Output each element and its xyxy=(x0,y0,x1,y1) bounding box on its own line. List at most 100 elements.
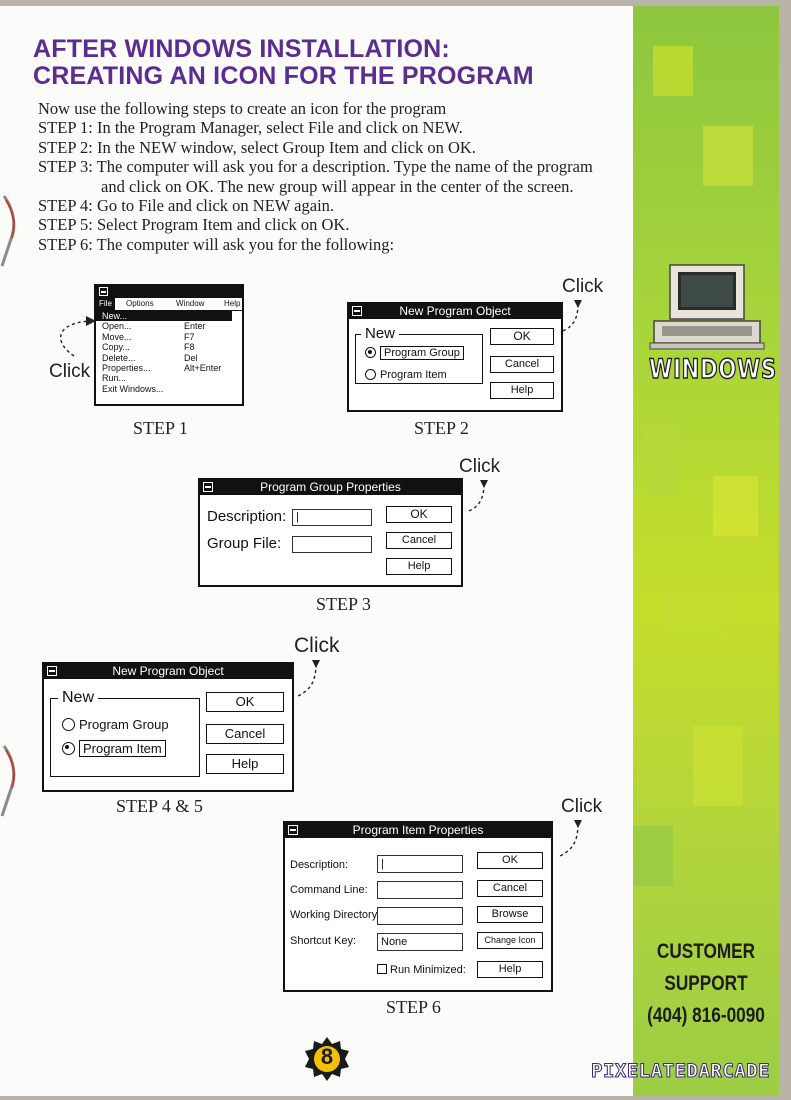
cancel-button[interactable]: Cancel xyxy=(206,724,284,744)
menu-titlebar xyxy=(96,286,242,298)
radio-program-group[interactable]: Program Group xyxy=(62,717,169,732)
menu-item-properties[interactable]: Properties...Alt+Enter xyxy=(102,363,222,374)
dialog-titlebar: Program Group Properties xyxy=(200,480,461,495)
system-menu-icon[interactable] xyxy=(47,666,57,676)
click-label-step1: Click xyxy=(49,361,91,382)
title-line1: AFTER WINDOWS INSTALLATION: xyxy=(33,35,450,63)
system-menu-icon[interactable] xyxy=(352,306,362,316)
system-menu-icon[interactable] xyxy=(99,287,108,296)
arrow-icon xyxy=(60,316,96,357)
dialog-titlebar: Program Item Properties xyxy=(285,823,551,838)
instruction-step1: STEP 1: In the Program Manager, select F… xyxy=(38,118,463,138)
radio-program-group[interactable]: Program Group xyxy=(365,346,464,360)
radio-program-item[interactable]: Program Item xyxy=(365,369,447,381)
ok-button[interactable]: OK xyxy=(490,328,554,345)
cancel-button[interactable]: Cancel xyxy=(490,356,554,373)
new-groupbox xyxy=(355,334,483,384)
ok-button[interactable]: OK xyxy=(477,852,543,869)
click-label-step2: Click xyxy=(562,276,604,297)
menu-options[interactable]: Options xyxy=(126,299,154,308)
menu-item-copy[interactable]: Copy...F8 xyxy=(102,342,195,353)
support-line2: SUPPORT xyxy=(664,972,748,995)
description-label: Description: xyxy=(207,508,287,525)
menu-help[interactable]: Help xyxy=(224,299,241,308)
instruction-step3-cont: and click on OK. The new group will appe… xyxy=(101,176,574,196)
program-group-properties-dialog: Program Group Properties Description: | … xyxy=(198,478,463,587)
ok-button[interactable]: OK xyxy=(386,506,452,523)
change-icon-button[interactable]: Change Icon xyxy=(477,932,543,949)
menu-item-move[interactable]: Move...F7 xyxy=(102,331,195,342)
checkbox-icon[interactable] xyxy=(377,964,387,974)
caption-step2: STEP 2 xyxy=(414,418,469,438)
menu-file[interactable]: File xyxy=(96,298,115,310)
file-menu-window: File Options Window Help New... Open...E… xyxy=(94,284,244,406)
group-label: New xyxy=(58,689,99,707)
caption-step3: STEP 3 xyxy=(316,594,371,614)
instruction-step4: STEP 4: Go to File and click on NEW agai… xyxy=(38,196,335,216)
customer-support: CUSTOMER SUPPORT (404) 816-0090 xyxy=(646,936,766,1032)
menu-item-run[interactable]: Run... xyxy=(102,373,127,384)
run-minimized-option[interactable]: Run Minimized: xyxy=(377,964,466,976)
help-button[interactable]: Help xyxy=(206,754,284,774)
caption-step1: STEP 1 xyxy=(133,418,188,438)
radio-selected-icon[interactable] xyxy=(62,742,75,755)
help-button[interactable]: Help xyxy=(490,382,554,399)
arrow-icon xyxy=(559,820,582,857)
ok-button[interactable]: OK xyxy=(206,692,284,712)
help-button[interactable]: Help xyxy=(386,558,452,575)
intro-line: Now use the following steps to create an… xyxy=(38,99,447,118)
arrow-icon xyxy=(559,300,582,333)
command-line-field[interactable] xyxy=(377,881,463,899)
radio-selected-icon[interactable] xyxy=(365,347,376,358)
page-title: AFTER WINDOWS INSTALLATION: CREATING AN … xyxy=(33,36,534,90)
radio-program-item[interactable]: Program Item xyxy=(62,740,166,757)
click-label-step45: Click xyxy=(294,634,340,657)
description-field[interactable]: | xyxy=(292,509,372,526)
description-field[interactable]: | xyxy=(377,855,463,873)
system-menu-icon[interactable] xyxy=(203,482,213,492)
computer-icon xyxy=(649,264,765,350)
menu-item-new[interactable]: New... xyxy=(96,311,232,322)
menu-item-open[interactable]: Open...Enter xyxy=(102,321,206,332)
caption-step45: STEP 4 & 5 xyxy=(116,796,203,816)
browse-button[interactable]: Browse xyxy=(477,906,543,923)
new-program-object-dialog-2: New Program Object New Program Group Pro… xyxy=(42,662,294,792)
cancel-button[interactable]: Cancel xyxy=(386,532,452,549)
shortcut-key-label: Shortcut Key: xyxy=(290,935,357,947)
instruction-step3: STEP 3: The computer will ask you for a … xyxy=(38,157,593,177)
radio-empty-icon[interactable] xyxy=(62,718,75,731)
menu-item-delete[interactable]: Delete...Del xyxy=(102,352,198,363)
click-label-step6: Click xyxy=(561,796,603,817)
description-label: Description: xyxy=(290,859,349,871)
support-line1: CUSTOMER xyxy=(656,940,756,963)
title-line2: CREATING AN ICON FOR THE PROGRAM xyxy=(33,62,534,90)
shortcut-key-field[interactable]: None xyxy=(377,933,463,951)
arrow-icon xyxy=(465,480,488,513)
instruction-step6: STEP 6: The computer will ask you for th… xyxy=(38,234,395,254)
page-number-badge xyxy=(305,1037,349,1081)
cancel-button[interactable]: Cancel xyxy=(477,880,543,897)
dialog-titlebar: New Program Object xyxy=(44,664,292,679)
new-program-object-dialog: New Program Object New Program Group Pro… xyxy=(347,302,563,412)
menu-item-exit[interactable]: Exit Windows... xyxy=(102,383,164,394)
green-sidebar: WINDOWS CUSTOMER SUPPORT (404) 816-0090 … xyxy=(590,6,779,1096)
instructions: Now use the following steps to create an… xyxy=(38,99,628,254)
group-file-field[interactable] xyxy=(292,536,372,553)
radio-empty-icon[interactable] xyxy=(365,369,376,380)
working-directory-field[interactable] xyxy=(377,907,463,925)
binding-rings xyxy=(0,195,16,817)
watermark: PIXELATEDARCADE xyxy=(590,1060,771,1083)
caption-step6: STEP 6 xyxy=(386,997,441,1017)
group-file-label: Group File: xyxy=(207,535,282,552)
manual-page: WINDOWS CUSTOMER SUPPORT (404) 816-0090 … xyxy=(0,6,779,1096)
group-label: New xyxy=(361,325,400,342)
windows-label: WINDOWS xyxy=(648,353,778,386)
program-item-properties-dialog: Program Item Properties Description: | C… xyxy=(283,821,553,992)
help-button[interactable]: Help xyxy=(477,961,543,978)
working-directory-label: Working Directory: xyxy=(290,909,381,921)
system-menu-icon[interactable] xyxy=(288,825,298,835)
menu-window[interactable]: Window xyxy=(176,299,205,308)
dialog-titlebar: New Program Object xyxy=(349,304,561,319)
instruction-step5: STEP 5: Select Program Item and click on… xyxy=(38,215,350,235)
file-menu-list: New... Open...Enter Move...F7 Copy...F8 … xyxy=(96,311,242,394)
